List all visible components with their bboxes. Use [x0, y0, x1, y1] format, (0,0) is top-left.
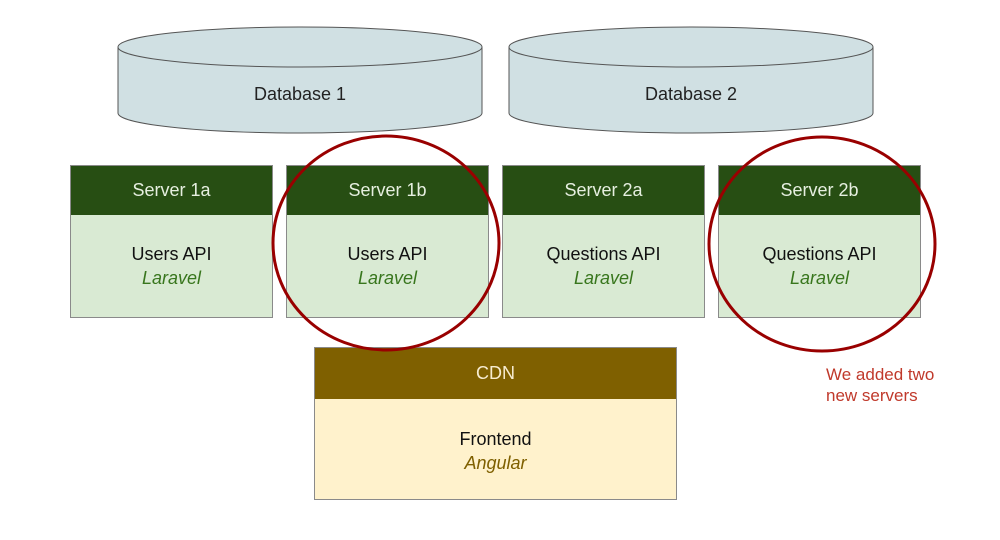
server-2a-tech-label: Laravel — [573, 268, 634, 288]
server-1b-api-label: Users API — [347, 244, 428, 264]
server-1a-api-label: Users API — [131, 244, 212, 264]
server-2a-api-label: Questions API — [546, 244, 661, 264]
annotation-line-2: new servers — [826, 386, 918, 405]
server-2a-header: Server 2a — [503, 166, 704, 215]
server-1a-header: Server 1a — [71, 166, 272, 215]
cdn-header: CDN — [315, 348, 676, 399]
server-2a-box: Server 2a Questions API Laravel — [502, 165, 705, 318]
server-1b-box: Server 1b Users API Laravel — [286, 165, 489, 318]
database-2-cylinder — [508, 26, 874, 134]
cdn-box: CDN Frontend Angular — [314, 347, 677, 500]
server-1b-header: Server 1b — [287, 166, 488, 215]
server-2b-box: Server 2b Questions API Laravel — [718, 165, 921, 318]
server-2b-header: Server 2b — [719, 166, 920, 215]
server-1b-tech-label: Laravel — [357, 268, 418, 288]
frontend-tech-label: Angular — [464, 453, 527, 473]
annotation-text: We added two new servers — [826, 364, 996, 406]
database-1-cylinder — [117, 26, 483, 134]
database-2-label: Database 2 — [644, 84, 738, 104]
database-1-label: Database 1 — [253, 84, 347, 104]
server-2b-tech-label: Laravel — [789, 268, 850, 288]
server-1a-tech-label: Laravel — [141, 268, 202, 288]
server-1a-box: Server 1a Users API Laravel — [70, 165, 273, 318]
annotation-line-1: We added two — [826, 365, 935, 384]
server-2b-api-label: Questions API — [762, 244, 877, 264]
frontend-label: Frontend — [459, 429, 532, 449]
